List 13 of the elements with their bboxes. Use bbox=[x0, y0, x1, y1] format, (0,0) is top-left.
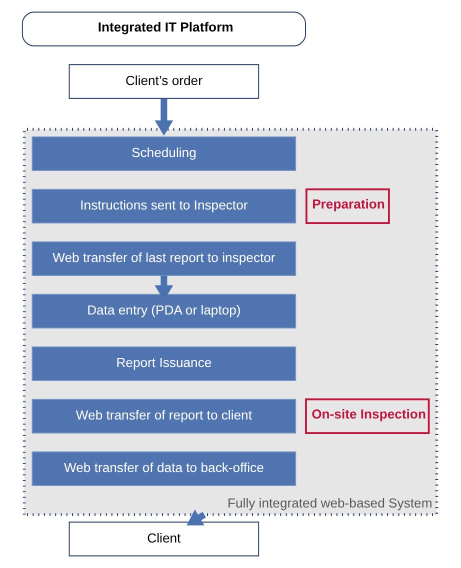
node-box: Client’s order bbox=[68, 64, 260, 99]
node-box: Integrated IT Platform bbox=[22, 12, 306, 46]
arrow bbox=[154, 98, 174, 136]
node-box: Web transfer of last report to inspector bbox=[32, 241, 296, 276]
node-box: Web transfer of report to client bbox=[32, 398, 296, 434]
node-box: Preparation bbox=[306, 188, 390, 224]
node-box: Instructions sent to Inspector bbox=[32, 188, 296, 224]
node-box: On-site Inspection bbox=[305, 398, 430, 434]
node-box: Data entry (PDA or laptop) bbox=[32, 294, 296, 329]
node-box: Scheduling bbox=[32, 136, 296, 172]
node-box: Report Issuance bbox=[32, 346, 296, 382]
node-box: Web transfer of data to back-office bbox=[32, 451, 296, 486]
node-box: Client bbox=[68, 522, 260, 556]
